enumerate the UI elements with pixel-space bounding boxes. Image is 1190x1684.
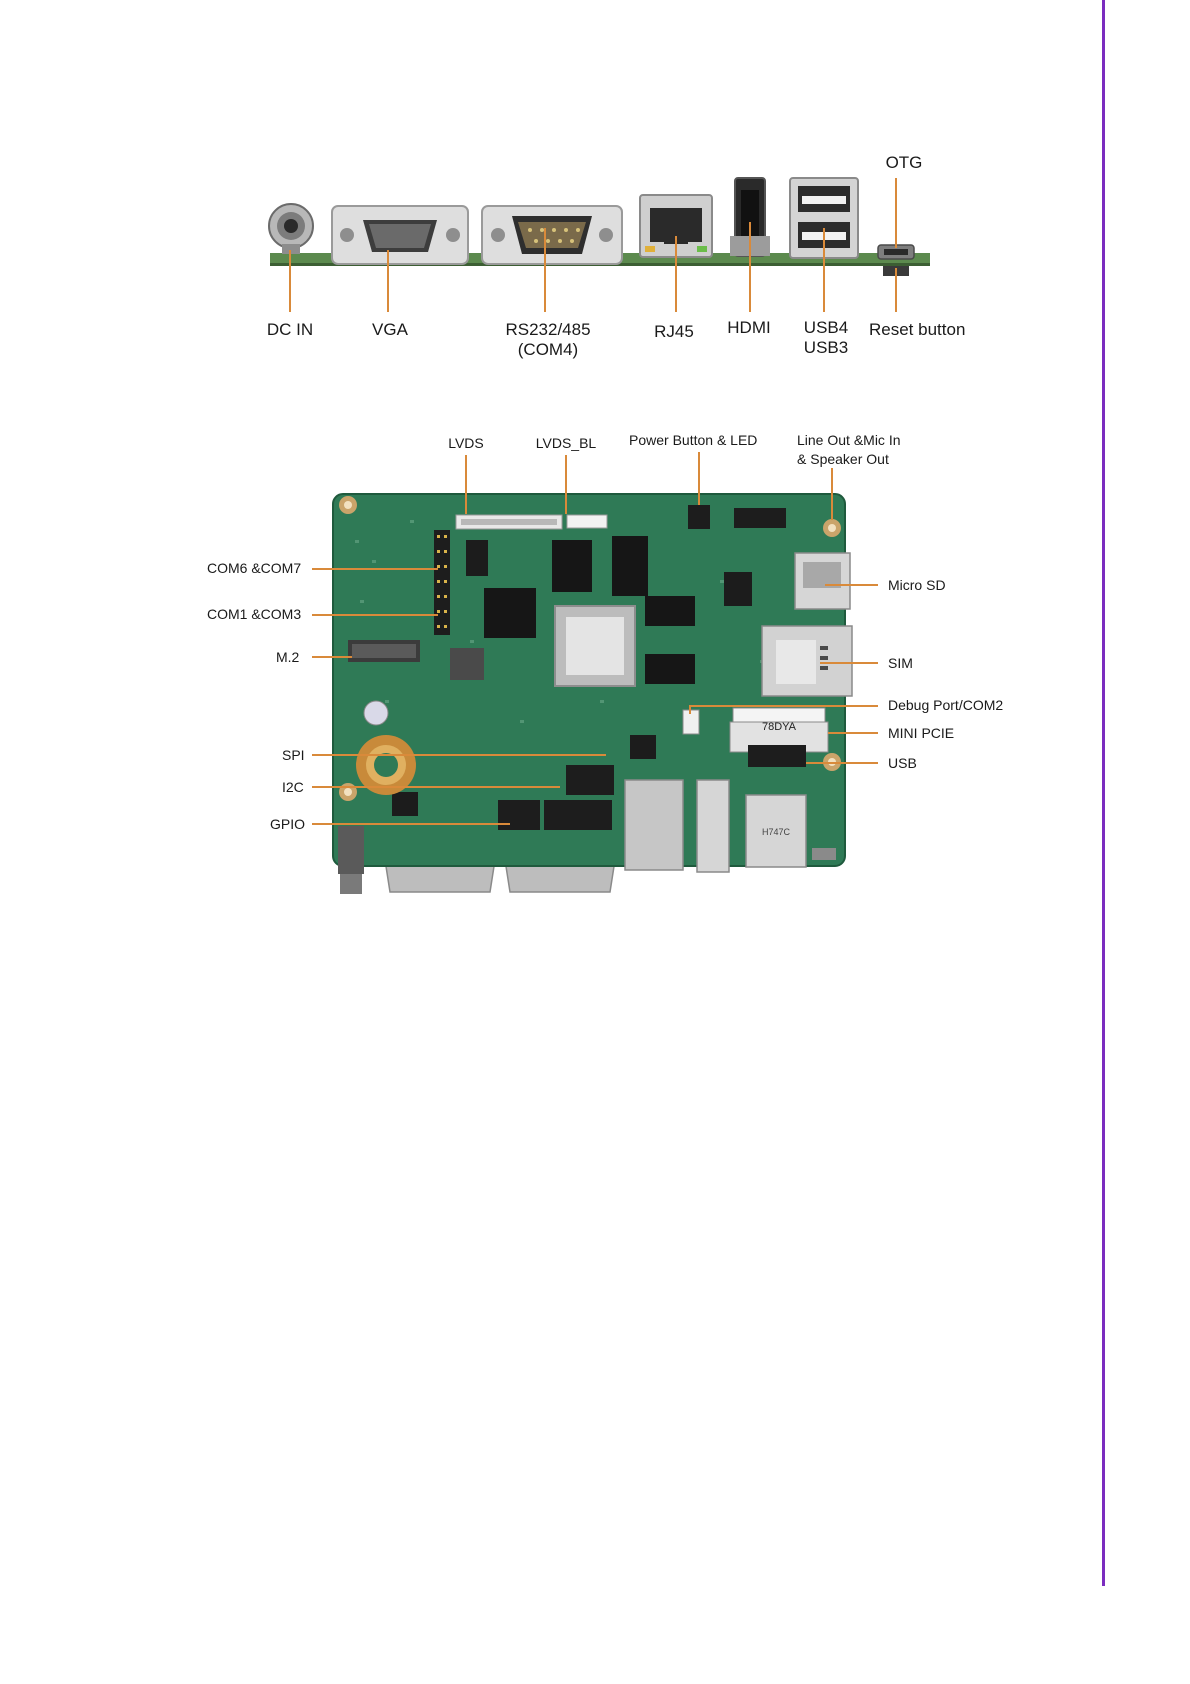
label-reset-button: Reset button [869, 320, 965, 340]
label-rs232: RS232/485 [505, 320, 590, 340]
label-dc-in: DC IN [267, 320, 313, 340]
label-usb4: USB4 [804, 318, 848, 338]
label-audio: Line Out &Mic In & Speaker Out [797, 431, 901, 469]
label-sim: SIM [888, 655, 913, 671]
pcie-chip-marking: 78DYA [762, 721, 797, 733]
board-photo: 78DYA H747C [312, 452, 878, 894]
label-m2: M.2 [276, 649, 299, 665]
label-com1-com3: COM1 &COM3 [207, 606, 301, 622]
rear-io-photo [269, 178, 930, 312]
label-rs232-com4: RS232/485 (COM4) [505, 320, 590, 360]
label-usb4-usb3: USB4 USB3 [804, 318, 848, 358]
db9-connector-icon [482, 206, 622, 264]
label-audio-line1: Line Out &Mic In [797, 431, 901, 450]
label-usb: USB [888, 755, 917, 771]
label-lvds: LVDS [448, 435, 484, 451]
vga-connector-icon [332, 206, 468, 264]
label-usb3: USB3 [804, 338, 848, 358]
label-power-button-led: Power Button & LED [629, 432, 757, 448]
label-audio-line2: & Speaker Out [797, 450, 901, 469]
usb-marking: H747C [762, 827, 791, 837]
label-lvds-bl: LVDS_BL [536, 435, 596, 451]
label-com6-com7: COM6 &COM7 [207, 560, 301, 576]
label-micro-sd: Micro SD [888, 577, 946, 593]
dc-jack-icon [269, 204, 313, 254]
label-vga: VGA [372, 320, 408, 340]
label-i2c: I2C [282, 779, 304, 795]
label-gpio: GPIO [270, 816, 305, 832]
label-rj45: RJ45 [654, 322, 694, 342]
label-otg: OTG [886, 153, 923, 173]
label-com4: (COM4) [518, 340, 578, 360]
label-spi: SPI [282, 747, 305, 763]
label-mini-pcie: MINI PCIE [888, 725, 954, 741]
label-hdmi: HDMI [727, 318, 770, 338]
label-debug-port-com2: Debug Port/COM2 [888, 697, 1003, 713]
